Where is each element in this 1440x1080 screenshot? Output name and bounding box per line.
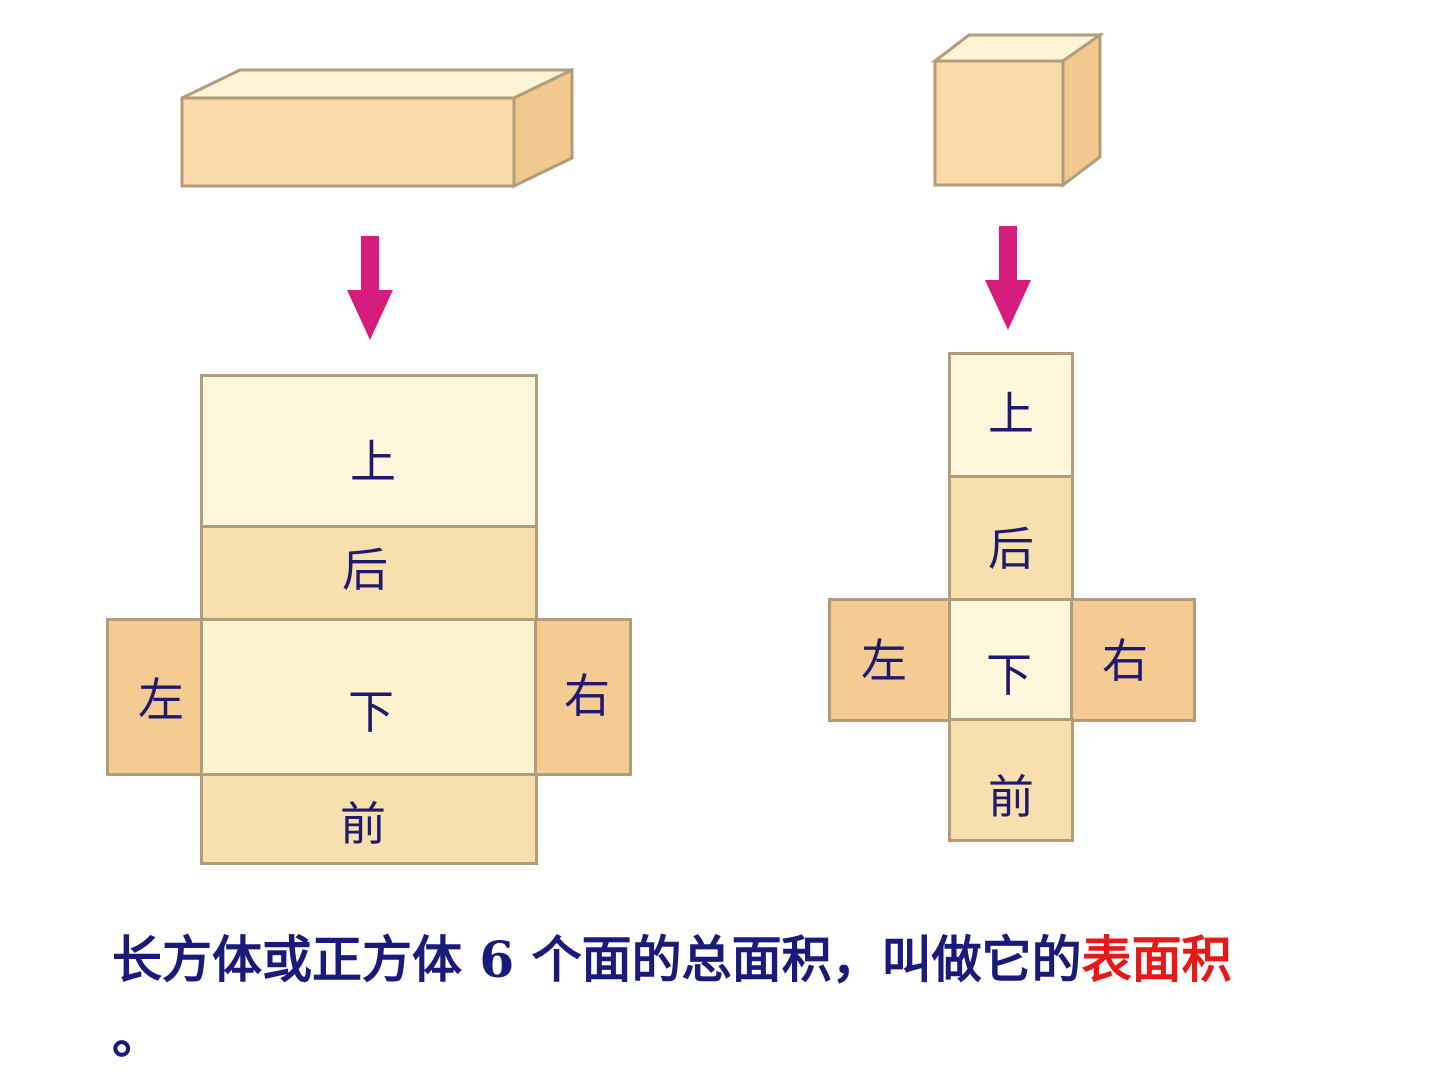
definition-caption: 长方体或正方体 6 个面的总面积，叫做它的表面积。: [112, 922, 1372, 1074]
cube-face-back-label: 后: [988, 522, 1034, 576]
cuboid-3d-illustration: [180, 67, 574, 189]
caption-end-punctuation: 。: [112, 1006, 162, 1065]
cuboid-face-right: 右: [534, 618, 632, 776]
down-arrow-icon: [347, 236, 393, 340]
cube-face-right: 右: [1070, 598, 1196, 722]
cube-face-left: 左: [828, 598, 952, 722]
cuboid-face-left-label: 左: [138, 673, 184, 727]
cuboid-face-back-label: 后: [342, 543, 388, 597]
cuboid-face-front-label: 前: [340, 797, 386, 851]
caption-highlight-term: 表面积: [1081, 930, 1232, 989]
down-arrow-icon: [985, 226, 1031, 330]
cube-face-back: 后: [948, 475, 1074, 601]
caption-main-text: 长方体或正方体 6 个面的总面积，叫做它的: [112, 930, 1082, 989]
cuboid-face-top: 上: [200, 374, 538, 528]
cuboid-face-left: 左: [106, 618, 204, 776]
cuboid-face-front: 前: [200, 773, 538, 865]
cube-face-top: 上: [948, 352, 1074, 478]
cuboid-face-bottom: 下: [200, 618, 538, 776]
cuboid-face-back: 后: [200, 525, 538, 621]
cube-face-bottom-label: 下: [986, 648, 1032, 702]
cuboid-face-right-label: 右: [564, 669, 610, 723]
cube-face-bottom: 下: [948, 598, 1074, 722]
cube-face-top-label: 上: [988, 387, 1034, 441]
cube-face-right-label: 右: [1102, 634, 1148, 688]
cube-3d-illustration: [930, 32, 1105, 189]
cuboid-face-bottom-label: 下: [348, 685, 394, 739]
cube-face-front: 前: [948, 718, 1074, 842]
cube-face-front-label: 前: [988, 770, 1034, 824]
cube-face-left-label: 左: [861, 634, 907, 688]
cuboid-face-top-label: 上: [350, 435, 396, 489]
